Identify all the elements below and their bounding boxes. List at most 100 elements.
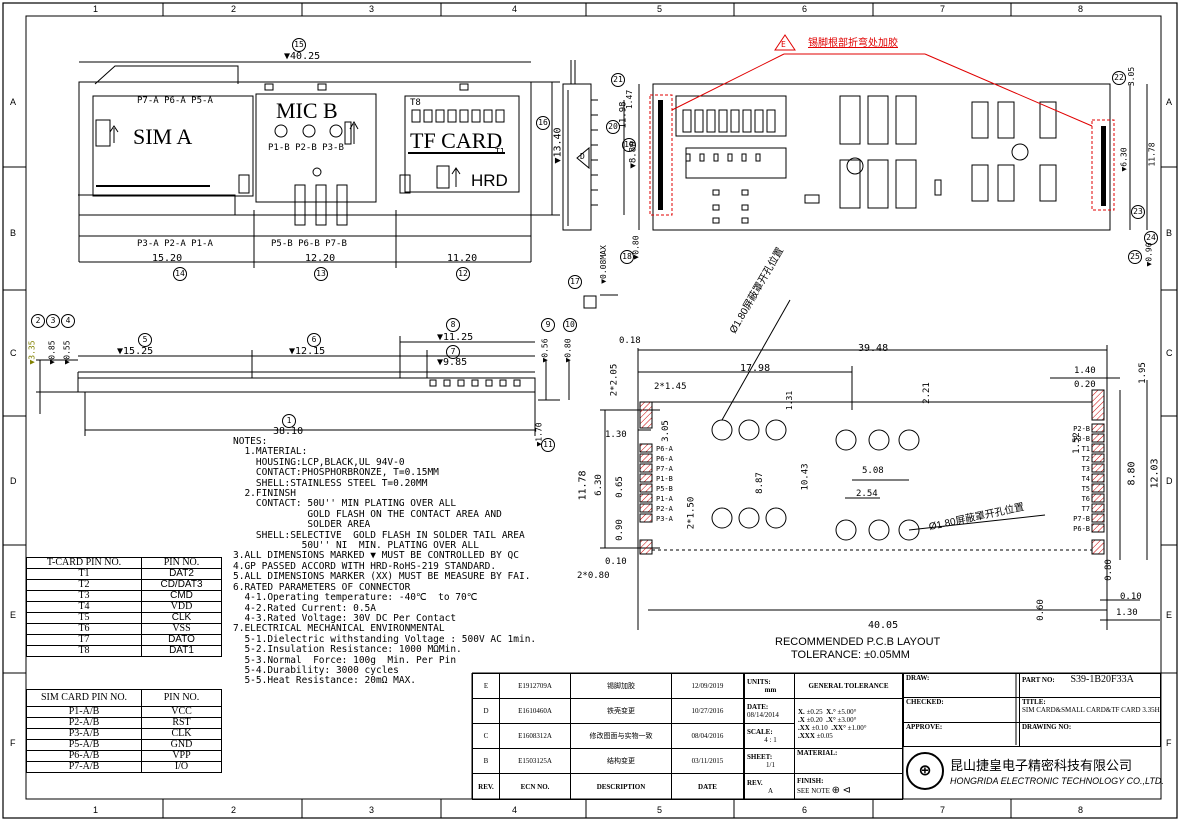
- grid-row-D: D: [10, 476, 17, 486]
- pcb-pin-label: T6: [1081, 495, 1090, 503]
- table-row: CLK: [141, 612, 222, 624]
- date-label: DATE:: [747, 703, 769, 711]
- grid-col-2: 2: [231, 4, 237, 14]
- pcb-dim-2-54: 2.54: [856, 489, 878, 499]
- table-row: P2-A/B: [26, 717, 142, 729]
- dim-11-20: 11.20: [447, 253, 478, 264]
- approve-label: APPROVE:: [903, 721, 1020, 748]
- table-row: P7-A/B: [26, 761, 142, 773]
- general-tolerance: GENERAL TOLERANCE: [794, 673, 903, 699]
- sim-header-pin: SIM CARD PIN NO.: [26, 689, 142, 707]
- table-row: VDD: [141, 601, 222, 613]
- callout-4: 4: [61, 314, 75, 328]
- grid-col-2-bottom: 2: [231, 805, 237, 815]
- draw-label: DRAW:: [903, 672, 1020, 699]
- note-line: 4-3.Rated Voltage: 30V DC Per Contact: [233, 612, 457, 624]
- table-row: P5-A/B: [26, 739, 142, 751]
- pcb-pin-label: T7: [1081, 505, 1090, 513]
- table-row: T1: [26, 568, 142, 580]
- callout-10: 10: [563, 318, 577, 332]
- grid-row-F-right: F: [1166, 738, 1172, 748]
- label-t8: T8: [410, 98, 421, 108]
- note-line: NOTES:: [233, 436, 268, 447]
- pcb-pin-label: P5-B: [656, 485, 673, 493]
- callout-22: 22: [1112, 71, 1126, 85]
- pcb-pin-label: T5: [1081, 485, 1090, 493]
- company-name-cn: 昆山捷皇电子精密科技有限公司: [950, 758, 1133, 773]
- pcb-pin-label: T1: [1081, 445, 1090, 453]
- grid-col-3-bottom: 3: [369, 805, 375, 815]
- rev-cell: 10/27/2016: [671, 698, 744, 724]
- rev-header: DESCRIPTION: [570, 773, 672, 800]
- note-line: 6.RATED PARAMETERS OF CONNECTOR: [233, 581, 411, 593]
- pcb-pin-label: P6-A: [656, 455, 673, 463]
- pcb-dim-17-98: 17.98: [740, 363, 771, 374]
- table-row: P3-A/B: [26, 728, 142, 740]
- company-name-en: HONGRIDA ELECTRONIC TECHNOLOGY CO.,LTD.: [950, 776, 1164, 786]
- projection-symbol-icon: ⊕ ⊲: [831, 785, 851, 796]
- note-line: 4-1.Operating temperature: -40℃ to 70℃: [233, 592, 478, 604]
- pcb-dim-2-21: 2.21: [921, 382, 932, 404]
- front-dim-0-56: ▼0.56: [540, 338, 550, 363]
- callout-12: 12: [456, 267, 470, 281]
- callout-6: 6: [307, 333, 321, 347]
- pcb-dim-0-65: 0.65: [614, 476, 625, 498]
- dim-height: ▼13.40: [552, 127, 564, 164]
- pcb-dim-2x1-45: 2*1.45: [654, 382, 687, 392]
- rev-cell: B: [472, 748, 500, 774]
- pcb-dim-40-05: 40.05: [868, 620, 899, 631]
- note-line: 7.ELECTRICAL MECHANICAL ENVIRONMENTAL: [233, 623, 445, 635]
- side-dim-0-08: ▼0.08MAX: [598, 245, 608, 284]
- date-value: 08/14/2014: [747, 711, 779, 719]
- title-label: TITLE:: [1022, 698, 1046, 707]
- pcb-dim-1-30b: 1.30: [1116, 608, 1138, 618]
- note-line: 1.MATERIAL:: [233, 446, 308, 458]
- note-line: 4-2.Rated Current: 0.5A: [233, 602, 376, 614]
- title-value: SIM CARD&SMALL CARD&TF CARD 3.35H: [1022, 706, 1160, 715]
- pcb-dim-1-95: 1.95: [1137, 362, 1148, 384]
- label-p-a-top: P7-A P6-A P5-A: [137, 96, 213, 106]
- grid-row-B-right: B: [1166, 228, 1173, 238]
- note-line: 5-5.Heat Resistance: 20mΩ MAX.: [233, 675, 417, 687]
- note-line: 3.ALL DIMENSIONS MARKED ▼ MUST BE CONTRO…: [233, 550, 519, 562]
- table-row: CMD: [141, 590, 222, 602]
- note-line: 5-2.Insulation Resistance: 1000 MΩMin.: [233, 644, 462, 656]
- rev-cell: C: [472, 723, 500, 749]
- note-line: 5-1.Dielectric withstanding Voltage : 50…: [233, 633, 537, 645]
- note-line: 5-3.Normal Force: 100g Min. Per Pin: [233, 654, 457, 666]
- units-label: UNITS:: [747, 678, 771, 686]
- finish-value: SEE NOTE: [797, 787, 830, 795]
- front-dim-0-85: ▼0.85: [47, 340, 57, 365]
- rev-cell: 铁壳变更: [570, 698, 672, 724]
- note-line: 5-4.Durability: 3000 cycles: [233, 664, 399, 676]
- scale-value: 4 : 1: [764, 736, 777, 744]
- rev-cell: 修改图面与实物一致: [570, 723, 672, 749]
- rev-cell: 锡脚加胶: [570, 673, 672, 699]
- pcb-pin-label: P2-A: [656, 505, 673, 513]
- pcb-dim-39-48: 39.48: [858, 343, 889, 354]
- callout-20: 20: [606, 120, 620, 134]
- front-dim-38-10: 38.10: [273, 426, 304, 437]
- rev-header: ECN NO.: [499, 773, 571, 800]
- label-mic-b: MIC B: [276, 98, 338, 123]
- table-row: T8: [26, 645, 142, 657]
- grid-col-6-bottom: 6: [802, 805, 808, 815]
- grid-col-7-bottom: 7: [940, 805, 946, 815]
- note-glue-cn: 锡脚根部折弯处加胶: [808, 38, 898, 49]
- pcb-dim-0-60: 0.60: [1035, 599, 1046, 621]
- tcard-header-pin: T-CARD PIN NO.: [26, 557, 142, 569]
- table-row: T4: [26, 601, 142, 613]
- callout-15: 15: [292, 38, 306, 52]
- callout-9: 9: [541, 318, 555, 332]
- scale-label: SCALE:: [747, 728, 773, 736]
- table-row: T3: [26, 590, 142, 602]
- pcb-dim-1-52: 1.52: [1071, 432, 1082, 454]
- side-dim-0-80: ▼0.80: [631, 235, 641, 260]
- front-dim-3-35: ▼3.35: [27, 340, 37, 365]
- table-row: T6: [26, 623, 142, 635]
- note-line: SOLDER AREA: [233, 519, 371, 531]
- pcb-dim-0-20: 0.20: [1074, 380, 1096, 390]
- front-dim-12-15: ▼12.15: [289, 346, 326, 357]
